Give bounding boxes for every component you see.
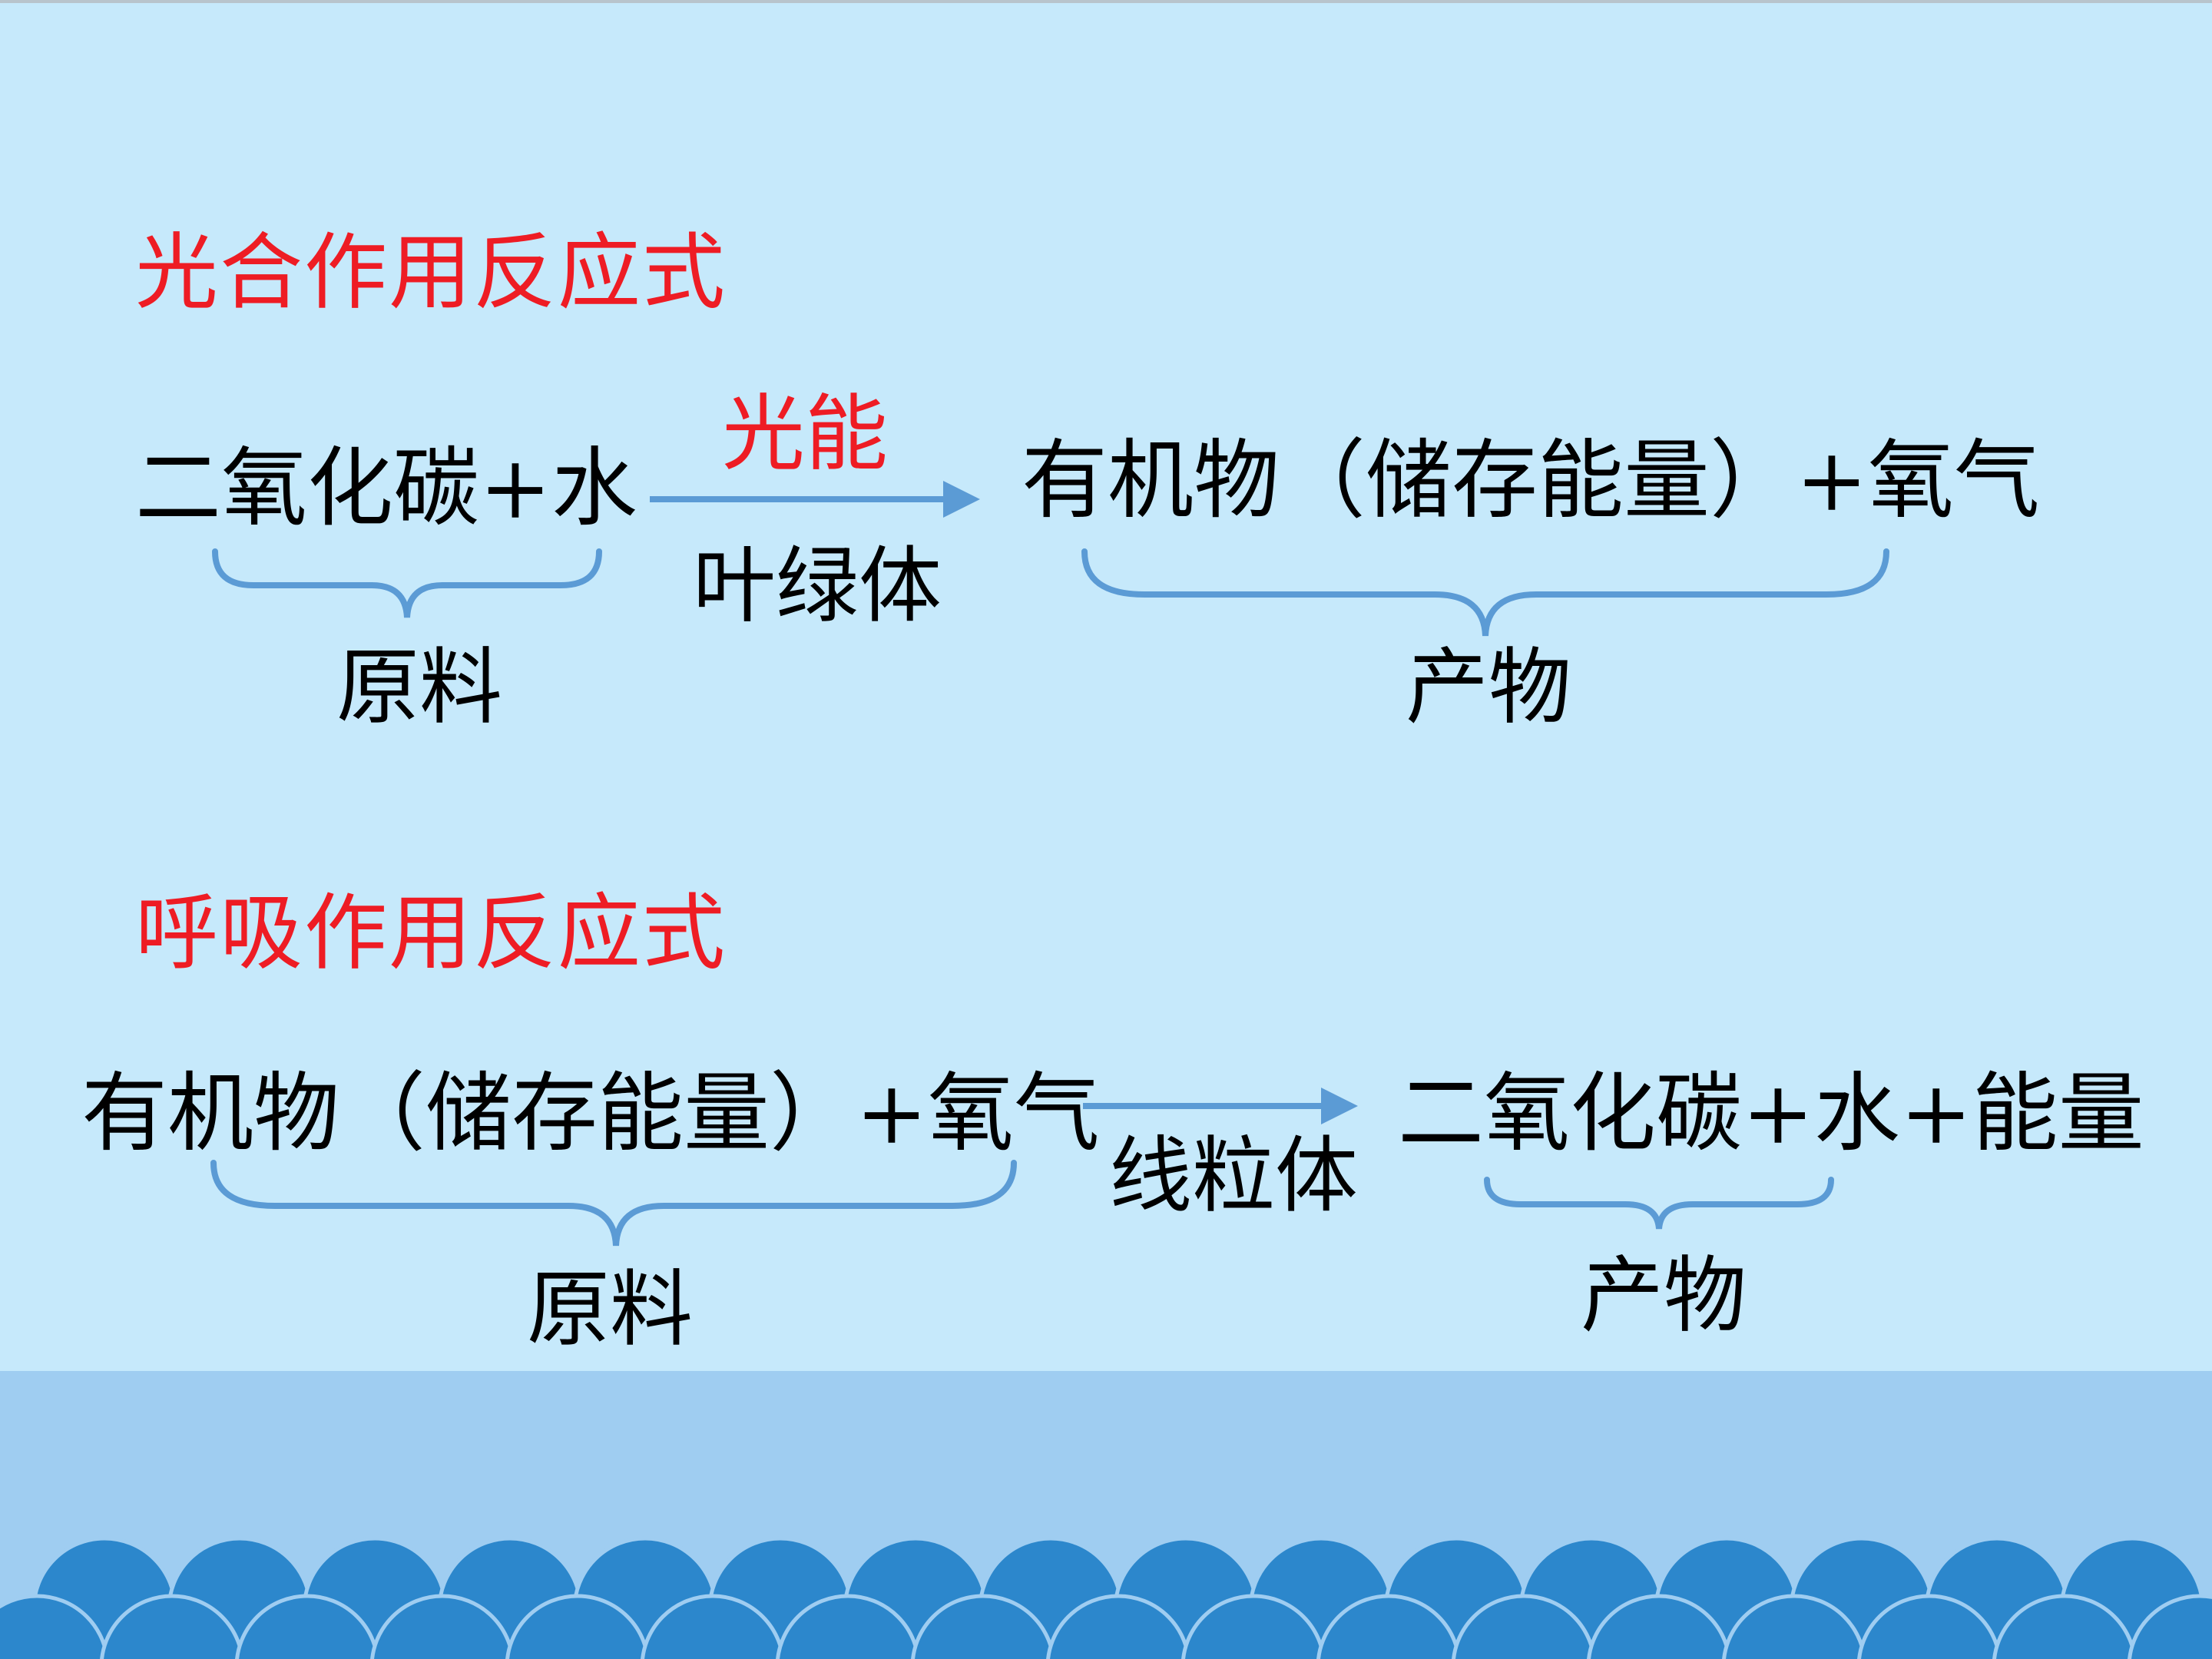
- photosynthesis-reactants: 二氧化碳+水: [135, 439, 637, 538]
- photosynthesis-heading: 光合作用反应式: [135, 225, 727, 321]
- photosynthesis-reactants-brace: [212, 548, 602, 618]
- respiration-reactants-brace: [210, 1160, 1017, 1247]
- respiration-reactants-label: 原料: [527, 1262, 694, 1358]
- respiration-products-label: 产物: [1581, 1248, 1747, 1344]
- photosynthesis-condition-light: 光能: [722, 386, 889, 482]
- photosynthesis-reactants-label: 原料: [336, 640, 503, 736]
- respiration-reactants: 有机物（储存能量）+氧气: [81, 1064, 1100, 1164]
- photosynthesis-condition-chloroplast: 叶绿体: [693, 538, 942, 634]
- photosynthesis-products: 有机物（储存能量）+氧气: [1022, 431, 2040, 531]
- top-edge-line: [0, 0, 2212, 3]
- respiration-products-brace: [1484, 1177, 1834, 1230]
- photosynthesis-products-label: 产物: [1406, 640, 1572, 736]
- respiration-condition-mitochondria: 线粒体: [1109, 1128, 1359, 1224]
- respiration-heading: 呼吸作用反应式: [135, 886, 727, 982]
- respiration-products: 二氧化碳+水+能量: [1398, 1064, 2144, 1164]
- photosynthesis-products-brace: [1081, 548, 1889, 637]
